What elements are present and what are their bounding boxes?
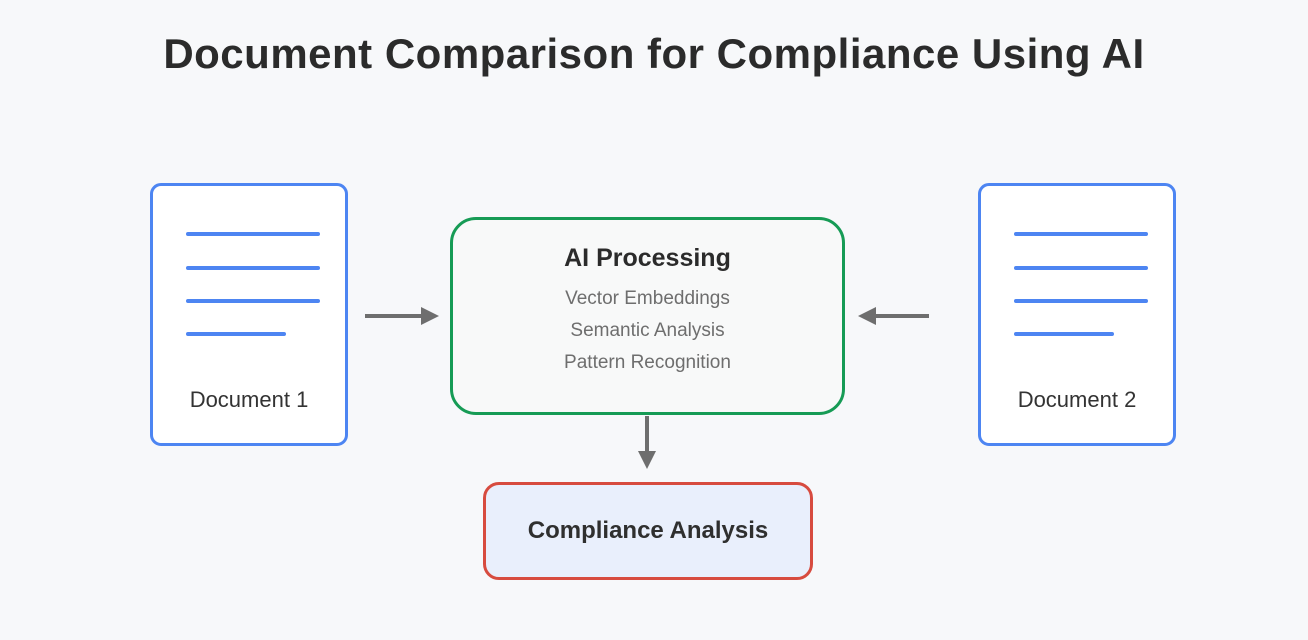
- ai-item-vector-embeddings: Vector Embeddings: [565, 288, 730, 309]
- arrow-document-1-to-ai: [365, 307, 439, 325]
- arrow-document-2-to-ai: [858, 307, 929, 325]
- node-label-compliance-analysis: Compliance Analysis: [527, 517, 769, 544]
- node-ai-processing: AI Processing Vector Embeddings Semantic…: [450, 217, 845, 415]
- doc-line: [186, 332, 286, 336]
- node-compliance-analysis: Compliance Analysis: [483, 482, 813, 580]
- doc-line: [1014, 299, 1148, 303]
- doc-line: [186, 299, 320, 303]
- node-document-2: Document 2: [978, 183, 1176, 446]
- doc-line: [1014, 266, 1148, 270]
- node-label-document-2: Document 2: [1017, 387, 1137, 412]
- ai-processing-title: AI Processing: [564, 244, 731, 272]
- ai-processing-items: Vector Embeddings Semantic Analysis Patt…: [453, 283, 842, 379]
- doc-line: [186, 266, 320, 270]
- doc-line: [1014, 332, 1114, 336]
- node-label-document-1: Document 1: [189, 387, 309, 412]
- doc-line: [186, 232, 320, 236]
- arrow-ai-to-compliance: [638, 416, 656, 469]
- ai-item-semantic-analysis: Semantic Analysis: [570, 320, 725, 341]
- ai-item-pattern-recognition: Pattern Recognition: [564, 352, 731, 373]
- node-document-1: Document 1: [150, 183, 348, 446]
- diagram-title: Document Comparison for Compliance Using…: [163, 30, 1145, 77]
- doc-line: [1014, 232, 1148, 236]
